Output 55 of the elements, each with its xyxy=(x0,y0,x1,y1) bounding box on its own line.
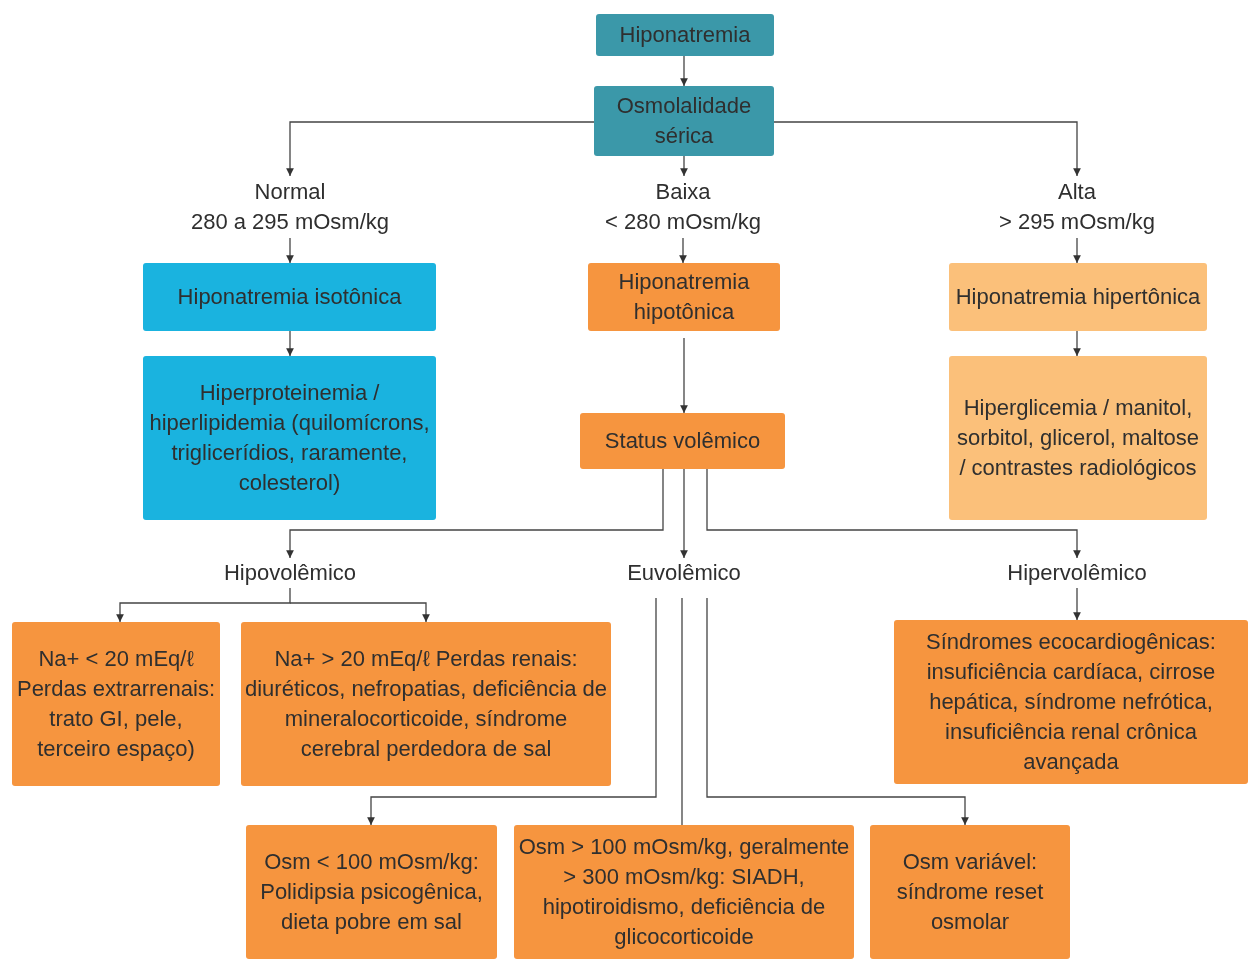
arrow xyxy=(680,337,688,414)
box-text: Na+ > 20 mEq/ℓ Perdas renais: diuréticos, nefropatias, deficiência de mineralocorticoide, síndrome cerebral perdedora de sal xyxy=(245,645,607,763)
process-box xyxy=(12,622,220,786)
arrow xyxy=(706,597,969,826)
arrow xyxy=(680,155,688,177)
arrow xyxy=(680,468,688,559)
box-text: Síndromes ecocardiogênicas: insuficiência cardíaca, cirrose hepática, síndrome nefrótica, insuficiência renal crônica avançada xyxy=(925,628,1217,776)
branch-label: Normal xyxy=(254,178,326,206)
arrow xyxy=(706,468,1081,559)
branch-label: < 280 mOsm/kg xyxy=(605,208,761,236)
process-box xyxy=(143,263,436,331)
arrow xyxy=(1073,330,1081,357)
process-box xyxy=(949,356,1207,520)
process-box xyxy=(588,263,780,331)
process-box xyxy=(596,14,774,56)
arrow xyxy=(286,237,294,264)
arrow xyxy=(286,468,664,559)
arrow xyxy=(680,55,688,87)
box-text: Hiponatremia hipotônica xyxy=(617,268,751,326)
branch-label: 280 a 295 mOsm/kg xyxy=(190,208,390,236)
branch-label: Hipervolêmico xyxy=(1007,559,1147,587)
branch-label: Alta xyxy=(1058,178,1096,206)
arrow xyxy=(286,121,595,177)
box-text: Osm < 100 mOsm/kg: Polidipsia psicogênica, dieta pobre em sal xyxy=(259,848,484,936)
arrow xyxy=(116,587,291,623)
process-box xyxy=(241,622,611,786)
box-text: Hiperproteinemia / hiperlipidemia (quilomícrons, triglicerídios, raramente, colesterol) xyxy=(148,379,431,497)
box-text: Hiponatremia hipertônica xyxy=(955,283,1201,311)
arrow xyxy=(286,330,294,357)
arrow xyxy=(289,602,430,623)
arrow xyxy=(1073,237,1081,264)
process-box xyxy=(246,825,497,959)
box-text: Hiperglicemia / manitol, sorbitol, glicerol, maltose / contrastes radiológicos xyxy=(955,394,1201,482)
branch-label: > 295 mOsm/kg xyxy=(999,208,1155,236)
box-text: Hiponatremia xyxy=(619,21,751,49)
arrow xyxy=(773,121,1081,177)
branch-label: Euvolêmico xyxy=(627,559,741,587)
connector-line xyxy=(681,597,683,826)
box-text: Status volêmico xyxy=(604,427,761,455)
box-text: Na+ < 20 mEq/ℓ Perdas extrarrenais: trato GI, pele, terceiro espaço) xyxy=(16,645,216,763)
process-box xyxy=(594,86,774,156)
process-box xyxy=(870,825,1070,959)
box-text: Osm > 100 mOsm/kg, geralmente > 300 mOsm/kg: SIADH, hipotiroidismo, deficiência de glicocorticoide xyxy=(518,833,850,951)
process-box xyxy=(894,620,1248,784)
branch-label: Hipovolêmico xyxy=(223,559,357,587)
arrow xyxy=(1073,587,1081,621)
box-text: Osmolalidade sérica xyxy=(615,92,753,150)
box-text: Osm variável: síndrome reset osmolar xyxy=(895,848,1045,936)
box-text: Hiponatremia isotônica xyxy=(177,283,402,311)
arrow xyxy=(367,597,657,826)
process-box xyxy=(143,356,436,520)
arrow xyxy=(679,237,687,264)
branch-label: Baixa xyxy=(655,178,711,206)
process-box xyxy=(949,263,1207,331)
process-box xyxy=(580,413,785,469)
